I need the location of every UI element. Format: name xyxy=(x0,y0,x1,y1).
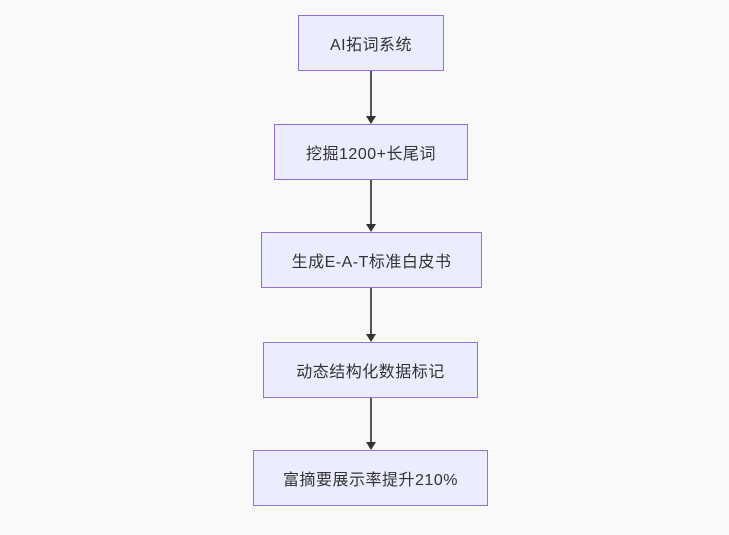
edge-arrow-2 xyxy=(365,180,377,232)
arrowhead-icon xyxy=(366,442,376,450)
arrowhead-icon xyxy=(366,116,376,124)
edge-arrow-1 xyxy=(365,71,377,124)
edge-line xyxy=(370,288,372,336)
arrowhead-icon xyxy=(366,224,376,232)
node-longtail-mining: 挖掘1200+长尾词 xyxy=(274,124,468,180)
edge-arrow-3 xyxy=(365,288,377,342)
node-structured-data-markup: 动态结构化数据标记 xyxy=(263,342,478,398)
node-eat-whitepaper: 生成E-A-T标准白皮书 xyxy=(261,232,482,288)
node-rich-snippet-uplift: 富摘要展示率提升210% xyxy=(253,450,488,506)
arrowhead-icon xyxy=(366,334,376,342)
node-ai-expansion-system: AI拓词系统 xyxy=(298,15,444,71)
edge-line xyxy=(370,180,372,226)
edge-arrow-4 xyxy=(365,398,377,450)
edge-line xyxy=(370,398,372,444)
edge-line xyxy=(370,71,372,118)
